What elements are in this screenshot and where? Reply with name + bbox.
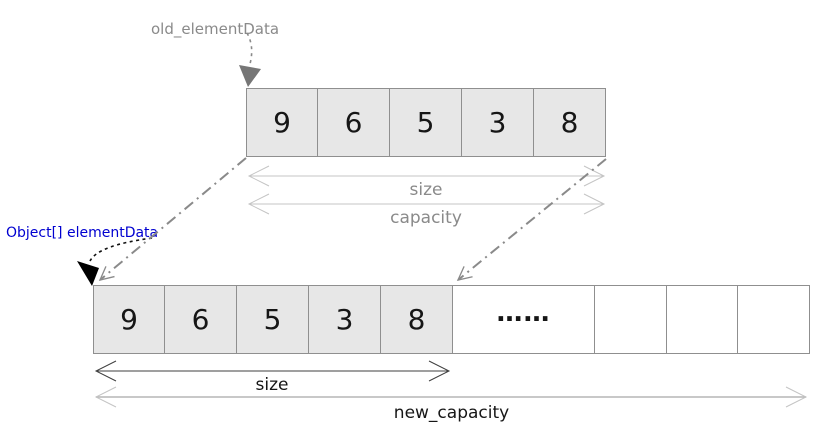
old-capacity-label: capacity [390, 208, 462, 228]
new-array-cell: 9 [93, 285, 165, 354]
new-pointer-arrow [89, 237, 153, 262]
new-array-cell-empty [738, 285, 810, 354]
new-array: 9 6 5 3 8 …… [93, 285, 810, 354]
old-size-label: size [409, 180, 443, 200]
new-pointer-label: Object[] elementData [6, 225, 159, 241]
old-array-cell: 8 [534, 88, 606, 157]
new-size-label: size [255, 375, 289, 395]
new-array-cell: 3 [309, 285, 381, 354]
new-array-cell: 5 [237, 285, 309, 354]
old-array: 9 6 5 3 8 [246, 88, 606, 157]
new-array-cell-empty [667, 285, 738, 354]
new-pointer-arrowhead [77, 261, 99, 286]
copy-line-left [98, 157, 247, 281]
old-array-cell: 5 [390, 88, 462, 157]
new-array-cell-empty [595, 285, 667, 354]
new-capacity-label: new_capacity [393, 403, 510, 423]
old-array-cell: 9 [246, 88, 318, 157]
new-array-cell: 6 [165, 285, 237, 354]
old-pointer-label: old_elementData [151, 20, 280, 38]
ellipsis-text: …… [496, 297, 551, 328]
old-array-cell: 3 [462, 88, 534, 157]
old-pointer-arrowhead [239, 65, 261, 87]
old-array-cell: 6 [318, 88, 390, 157]
new-array-cell: 8 [381, 285, 453, 354]
new-array-ellipsis-cell: …… [453, 285, 595, 354]
